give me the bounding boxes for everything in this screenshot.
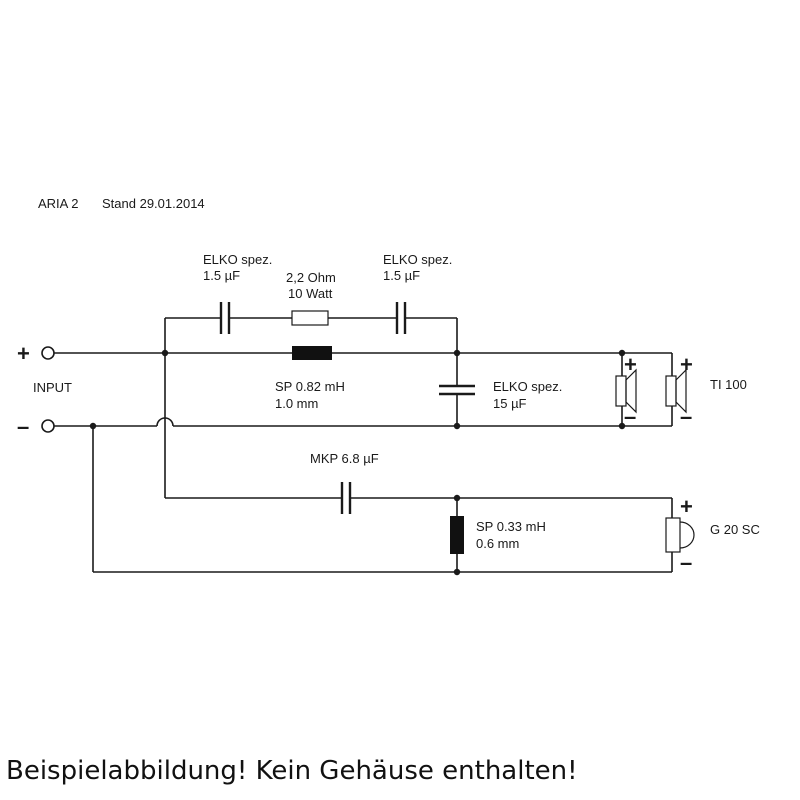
input-minus-sign: – [17, 414, 29, 439]
cap-top-left-value: 1.5 µF [203, 268, 240, 283]
woofer-speaker-icon [665, 368, 687, 414]
minus-rail [54, 417, 672, 427]
tweeter-speaker-icon [665, 517, 695, 553]
tweeter-branch [92, 353, 673, 573]
cap-top-left-symbol [219, 302, 231, 334]
resistor-symbol [291, 310, 329, 326]
disclaimer-note: Beispielabbildung! Kein Gehäuse enthalte… [6, 756, 578, 786]
revision-date: Stand 29.01.2014 [102, 196, 205, 211]
cap-tweeter-value: MKP 6.8 µF [310, 451, 379, 466]
resistor-power: 10 Watt [288, 286, 333, 301]
input-label: INPUT [33, 380, 72, 395]
tweeter-model: G 20 SC [710, 522, 760, 537]
input-minus-terminal [41, 419, 55, 433]
resistor-value: 2,2 Ohm [286, 270, 336, 285]
woofer-plus-sign: + [624, 352, 637, 377]
coil-main-wire: 1.0 mm [275, 396, 318, 411]
woofer-plus-sign: + [680, 352, 693, 377]
cap-top-right-type: ELKO spez. [383, 252, 452, 267]
input-plus-terminal [41, 346, 55, 360]
coil-main-symbol [292, 346, 332, 360]
cap-shunt-symbol [439, 353, 475, 426]
cap-top-right-symbol [395, 302, 407, 334]
woofer-speaker-icon [615, 368, 637, 414]
cap-shunt-type: ELKO spez. [493, 379, 562, 394]
bypass-branch [164, 317, 458, 353]
cap-top-right-value: 1.5 µF [383, 268, 420, 283]
junction-dots [89, 349, 626, 576]
coil-tweeter-symbol [450, 516, 464, 554]
woofer-wiring [621, 353, 673, 426]
woofer-minus-sign: – [624, 404, 636, 429]
cap-tweeter-symbol [340, 482, 352, 514]
coil-tweeter-wire: 0.6 mm [476, 536, 519, 551]
input-plus-sign: + [17, 341, 30, 366]
woofer-model: TI 100 [710, 377, 747, 392]
cap-shunt-value: 15 µF [493, 396, 527, 411]
tweeter-minus-sign: – [680, 550, 692, 575]
coil-main-value: SP 0.82 mH [275, 379, 345, 394]
woofer-minus-sign: – [680, 404, 692, 429]
coil-tweeter-value: SP 0.33 mH [476, 519, 546, 534]
cap-top-left-type: ELKO spez. [203, 252, 272, 267]
model-name: ARIA 2 [38, 196, 78, 211]
tweeter-plus-sign: + [680, 494, 693, 519]
